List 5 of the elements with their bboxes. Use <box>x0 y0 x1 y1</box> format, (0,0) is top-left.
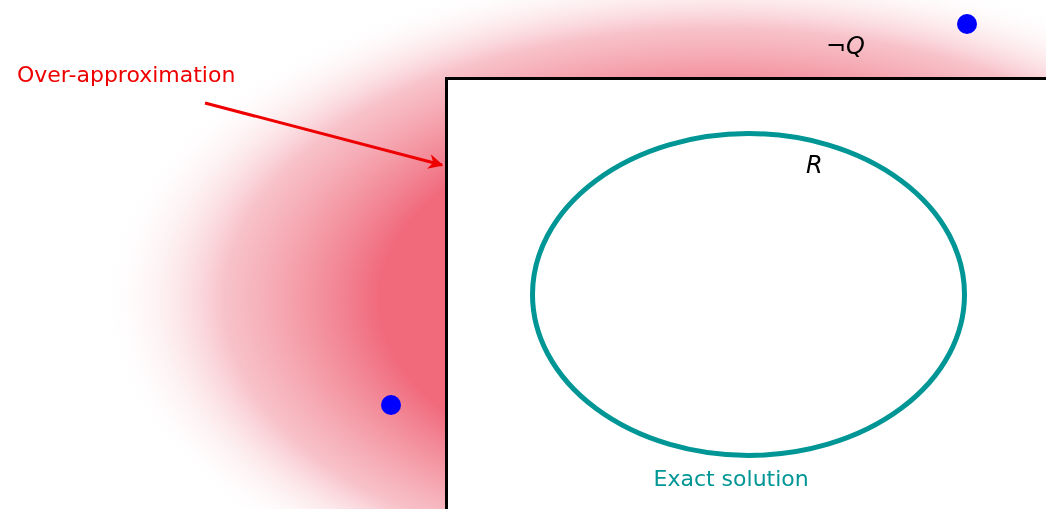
arrow <box>204 101 444 169</box>
callout-label: Over-approximation <box>17 62 236 87</box>
set-label: ¬Q <box>826 32 865 60</box>
set-label: R <box>806 151 823 179</box>
caption-text: Exact solution <box>653 466 809 491</box>
